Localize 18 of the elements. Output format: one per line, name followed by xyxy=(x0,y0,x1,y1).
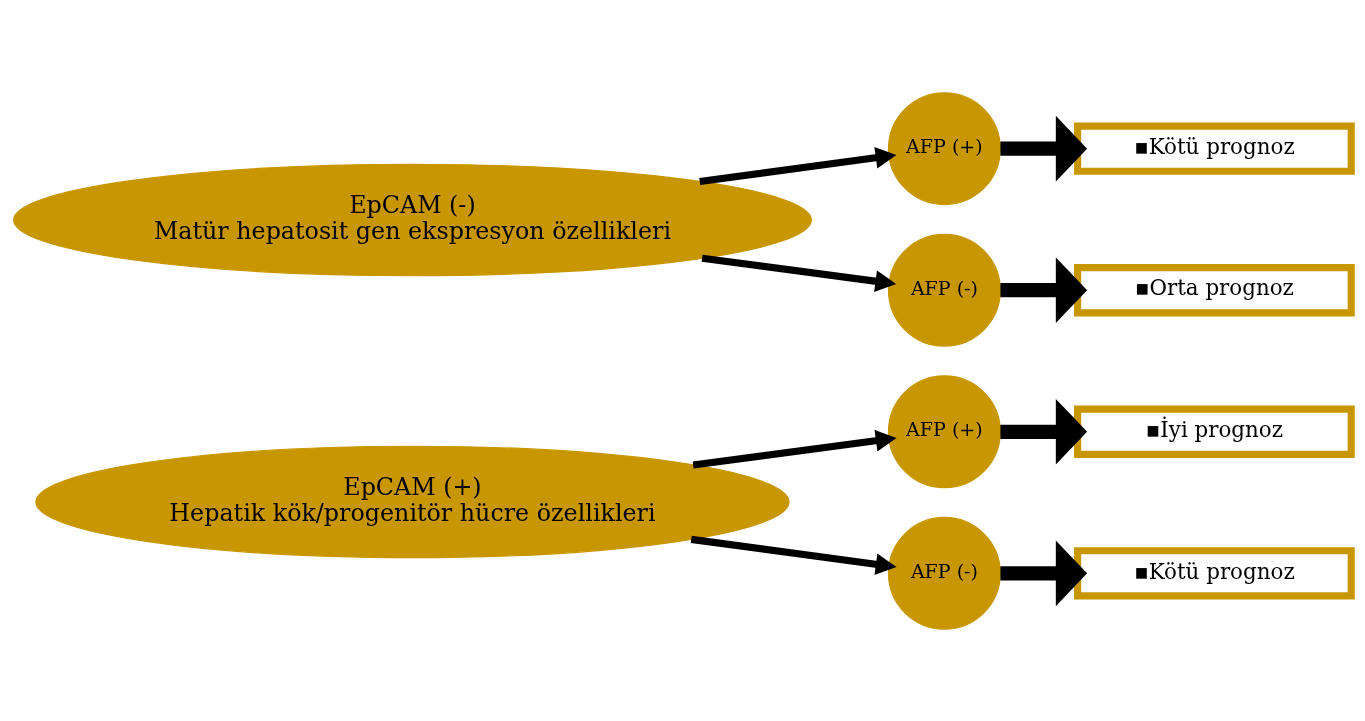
arrow xyxy=(692,429,897,468)
node-circle: AFP (+) xyxy=(887,91,1001,205)
arrow xyxy=(1000,115,1088,181)
arrow xyxy=(1000,398,1088,465)
node-circle: AFP (-) xyxy=(887,516,1001,630)
arrow xyxy=(1000,540,1088,606)
arrow xyxy=(1000,256,1088,323)
node-ellipse: EpCAM (+) Hepatik kök/progenitör hücre özellikleri xyxy=(35,445,790,558)
node-circle: AFP (-) xyxy=(887,233,1001,347)
node-box: ▪Kötü prognoz xyxy=(1074,122,1355,175)
node-ellipse: EpCAM (-) Matür hepatosit gen ekspresyon özellikleri xyxy=(12,163,812,276)
node-box: ▪Orta prognoz xyxy=(1074,263,1355,316)
node-box: ▪İyi prognoz xyxy=(1074,405,1355,458)
arrow xyxy=(690,535,897,575)
node-circle: AFP (+) xyxy=(887,374,1001,488)
arrow xyxy=(701,254,897,292)
arrow xyxy=(699,146,897,185)
node-box: ▪Kötü prognoz xyxy=(1074,546,1355,599)
